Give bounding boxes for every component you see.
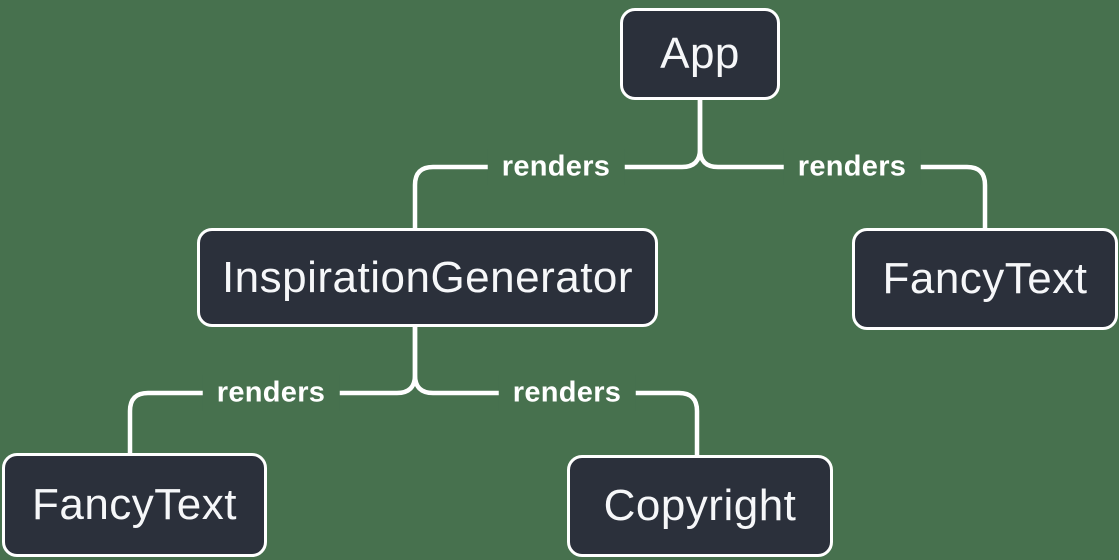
node-inspiration-generator: InspirationGenerator	[197, 228, 658, 327]
node-label: FancyText	[882, 254, 1088, 303]
edge-label-renders: renders	[498, 374, 636, 412]
node-fancy-text-bottom-left: FancyText	[2, 453, 267, 557]
node-label: Copyright	[603, 481, 797, 530]
edge-label-renders: renders	[202, 374, 340, 412]
node-app: App	[620, 8, 780, 100]
node-copyright: Copyright	[567, 455, 833, 557]
edge-label-renders: renders	[487, 148, 625, 186]
node-label: App	[660, 29, 740, 78]
node-fancy-text-top-right: FancyText	[852, 228, 1118, 330]
edge-label-renders: renders	[783, 148, 921, 186]
node-label: InspirationGenerator	[221, 252, 634, 302]
node-label: FancyText	[31, 480, 237, 529]
